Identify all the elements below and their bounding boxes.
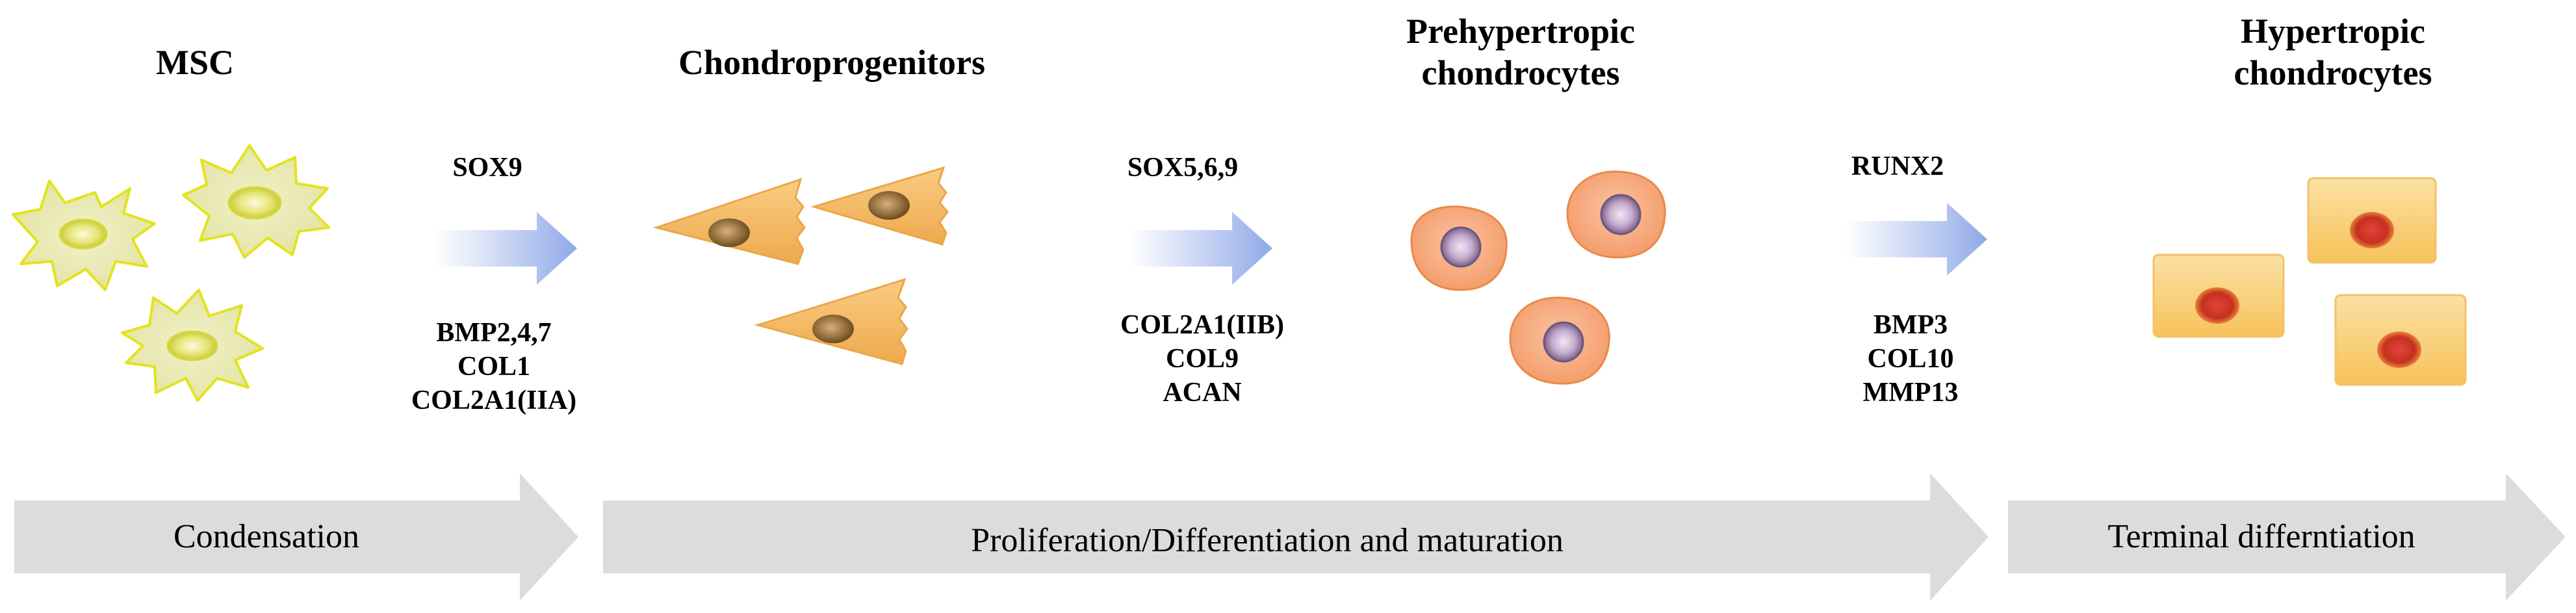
marker-gene: COL1 bbox=[457, 352, 530, 382]
stage-title-line: chondrocytes bbox=[2234, 53, 2432, 92]
arrow-right-icon bbox=[1128, 212, 1272, 285]
chondroprogenitor-cells bbox=[652, 166, 949, 365]
stage-title-line: chondrocytes bbox=[1421, 53, 1620, 92]
stage-title-line: MSC bbox=[156, 43, 234, 82]
arrow-right-icon bbox=[434, 212, 577, 285]
stage-title-hypertrophic: Hypertropic chondrocytes bbox=[2190, 10, 2476, 94]
process-arrow-terminal bbox=[2008, 473, 2566, 601]
marker-gene: COL2A1(IIB) bbox=[1120, 310, 1285, 340]
process-label-proliferation: Proliferation/Differentiation and matura… bbox=[971, 522, 1564, 559]
msc-cells bbox=[12, 144, 330, 402]
transition-markers: BMP3 COL10 MMP13 bbox=[1820, 308, 2002, 410]
transition-markers: COL2A1(IIB) COL9 ACAN bbox=[1079, 308, 1326, 410]
hypertrophic-cells bbox=[2152, 177, 2467, 386]
marker-gene: BMP3 bbox=[1873, 310, 1948, 340]
prehypertrophic-cell bbox=[1566, 170, 1666, 259]
chondroprogenitor-cell bbox=[652, 177, 806, 265]
msc-cell bbox=[12, 179, 156, 291]
msc-cell bbox=[182, 144, 330, 259]
prehypertrophic-cell bbox=[1509, 296, 1610, 385]
process-label-condensation: Condensation bbox=[174, 518, 359, 555]
marker-gene: COL9 bbox=[1165, 344, 1239, 374]
process-label-terminal: Terminal differntiation bbox=[2107, 518, 2415, 555]
marker-gene: COL2A1(IIA) bbox=[411, 385, 577, 415]
hypertrophic-cell bbox=[2334, 294, 2467, 386]
stage-title-line: Prehypertropic bbox=[1406, 12, 1635, 51]
chondroprogenitor-cell bbox=[754, 278, 908, 365]
stage-title-prehypertrophic: Prehypertropic chondrocytes bbox=[1352, 10, 1690, 94]
marker-gene: COL10 bbox=[1867, 344, 1954, 374]
stage-title-line: Chondroprogenitors bbox=[678, 43, 986, 82]
process-arrow-proliferation bbox=[603, 473, 1989, 601]
stage-title-line: Hypertropic bbox=[2241, 12, 2425, 51]
stage-title-msc: MSC bbox=[117, 42, 273, 83]
process-arrow-condensation bbox=[14, 473, 578, 601]
prehypertrophic-cells bbox=[1410, 170, 1666, 385]
transition-factor: SOX5,6,9 bbox=[1127, 153, 1239, 183]
hypertrophic-cell bbox=[2307, 177, 2437, 264]
arrow-right-icon bbox=[1846, 203, 1987, 276]
hypertrophic-cell bbox=[2152, 254, 2285, 338]
msc-cell bbox=[121, 289, 264, 402]
process-arrows bbox=[14, 473, 2566, 601]
transition-arrows bbox=[434, 203, 1987, 285]
transition-markers: BMP2,4,7 COL1 COL2A1(IIA) bbox=[377, 316, 611, 417]
marker-gene: ACAN bbox=[1163, 378, 1242, 408]
prehypertrophic-cell bbox=[1410, 205, 1508, 291]
marker-gene: BMP2,4,7 bbox=[436, 318, 552, 348]
chondroprogenitor-cell bbox=[810, 166, 949, 246]
transition-factor: RUNX2 bbox=[1851, 151, 1944, 181]
marker-gene: MMP13 bbox=[1862, 378, 1959, 408]
stage-title-chondroprogenitors: Chondroprogenitors bbox=[604, 42, 1059, 83]
transition-factor: SOX9 bbox=[452, 153, 522, 183]
